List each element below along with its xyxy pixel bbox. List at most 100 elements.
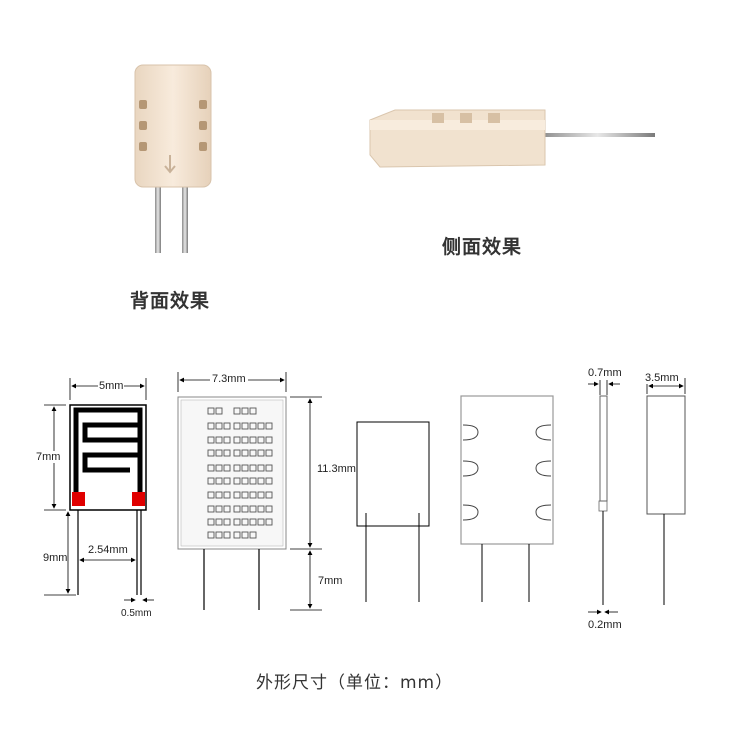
vent-hole — [207, 491, 215, 499]
vent-hole — [257, 422, 265, 430]
dimension-drawings — [44, 372, 686, 615]
vent-hole — [233, 491, 241, 499]
fig6-thickness-label: 3.5mm — [645, 372, 679, 384]
vent-hole — [207, 464, 215, 472]
vent-hole — [249, 531, 257, 539]
fig2-pin-length-label: 7mm — [318, 575, 343, 587]
vent-hole — [265, 464, 273, 472]
fig1-pin-length-label: 9mm — [43, 552, 68, 564]
fig1-height-label: 7mm — [36, 451, 61, 463]
fig4-back-drawing — [460, 395, 554, 602]
vent-hole — [215, 505, 223, 513]
vent-hole — [233, 505, 241, 513]
fig5-thin-side-drawing — [588, 380, 620, 615]
vent-hole — [257, 491, 265, 499]
vent-hole — [241, 505, 249, 513]
vent-hole — [207, 436, 215, 444]
vent-hole — [257, 436, 265, 444]
back-view-sensor-image — [134, 64, 212, 253]
vent-hole — [223, 422, 231, 430]
fig2-width-label: 7.3mm — [210, 373, 248, 385]
vent-hole — [207, 505, 215, 513]
vent-hole — [223, 436, 231, 444]
vent-hole — [233, 477, 241, 485]
fig1-width-label: 5mm — [98, 380, 125, 392]
fig2-height-label: 11.3mm — [317, 463, 356, 475]
fig5-thickness-label: 0.7mm — [588, 367, 622, 379]
vent-hole — [233, 531, 241, 539]
vent-hole — [233, 449, 241, 457]
vent-hole — [215, 491, 223, 499]
vent-hole — [223, 477, 231, 485]
vent-hole — [249, 505, 257, 513]
fig1-pin-width-label: 0.5mm — [121, 608, 152, 619]
vent-hole — [207, 531, 215, 539]
vent-hole — [207, 422, 215, 430]
vent-hole — [249, 491, 257, 499]
vent-hole — [249, 449, 257, 457]
fig3-outline-drawing — [356, 421, 430, 602]
fig2-vent-grid — [207, 407, 273, 539]
vent-hole — [249, 422, 257, 430]
vent-hole — [223, 505, 231, 513]
vent-hole — [249, 436, 257, 444]
vent-hole — [257, 518, 265, 526]
vent-hole — [215, 531, 223, 539]
side-view-sensor-image — [369, 109, 655, 168]
vent-hole — [215, 464, 223, 472]
vent-hole — [223, 518, 231, 526]
vent-hole — [215, 518, 223, 526]
vent-hole — [207, 449, 215, 457]
vent-hole — [257, 449, 265, 457]
vent-hole — [233, 422, 241, 430]
side-view-caption: 侧面效果 — [442, 236, 523, 258]
vent-hole — [241, 407, 249, 415]
vent-hole — [249, 464, 257, 472]
vent-hole — [233, 407, 241, 415]
dimensions-caption: 外形尺寸（单位：mm） — [256, 673, 454, 693]
vent-hole — [265, 477, 273, 485]
vent-hole — [265, 505, 273, 513]
back-view-caption: 背面效果 — [130, 290, 211, 312]
fig5-pin-thickness-label: 0.2mm — [588, 619, 622, 631]
vent-hole — [241, 422, 249, 430]
vent-hole — [257, 477, 265, 485]
vent-hole — [207, 407, 215, 415]
vent-hole — [265, 449, 273, 457]
vent-hole — [241, 518, 249, 526]
fig1-electrode-drawing — [44, 378, 154, 603]
vent-hole — [265, 422, 273, 430]
vent-hole — [241, 464, 249, 472]
vent-hole — [223, 491, 231, 499]
vent-hole — [215, 449, 223, 457]
vent-hole — [215, 407, 223, 415]
fig6-thick-side-drawing — [646, 378, 686, 605]
vent-hole — [223, 464, 231, 472]
vent-hole — [233, 436, 241, 444]
vent-hole — [241, 436, 249, 444]
vent-hole — [241, 477, 249, 485]
vent-hole — [249, 477, 257, 485]
vent-hole — [241, 531, 249, 539]
vent-hole — [215, 422, 223, 430]
vent-hole — [257, 464, 265, 472]
fig1-pin-pitch-label: 2.54mm — [88, 544, 128, 556]
vent-hole — [233, 518, 241, 526]
vent-hole — [215, 477, 223, 485]
vent-hole — [265, 436, 273, 444]
vent-hole — [223, 531, 231, 539]
vent-hole — [207, 518, 215, 526]
vent-hole — [223, 449, 231, 457]
side-view-photo — [360, 95, 660, 185]
vent-hole — [241, 449, 249, 457]
vent-hole — [215, 436, 223, 444]
vent-hole — [233, 464, 241, 472]
vent-hole — [207, 477, 215, 485]
vent-hole — [265, 518, 273, 526]
vent-hole — [249, 407, 257, 415]
vent-hole — [265, 491, 273, 499]
back-view-photo — [110, 55, 230, 265]
vent-hole — [241, 491, 249, 499]
vent-hole — [257, 505, 265, 513]
vent-hole — [249, 518, 257, 526]
